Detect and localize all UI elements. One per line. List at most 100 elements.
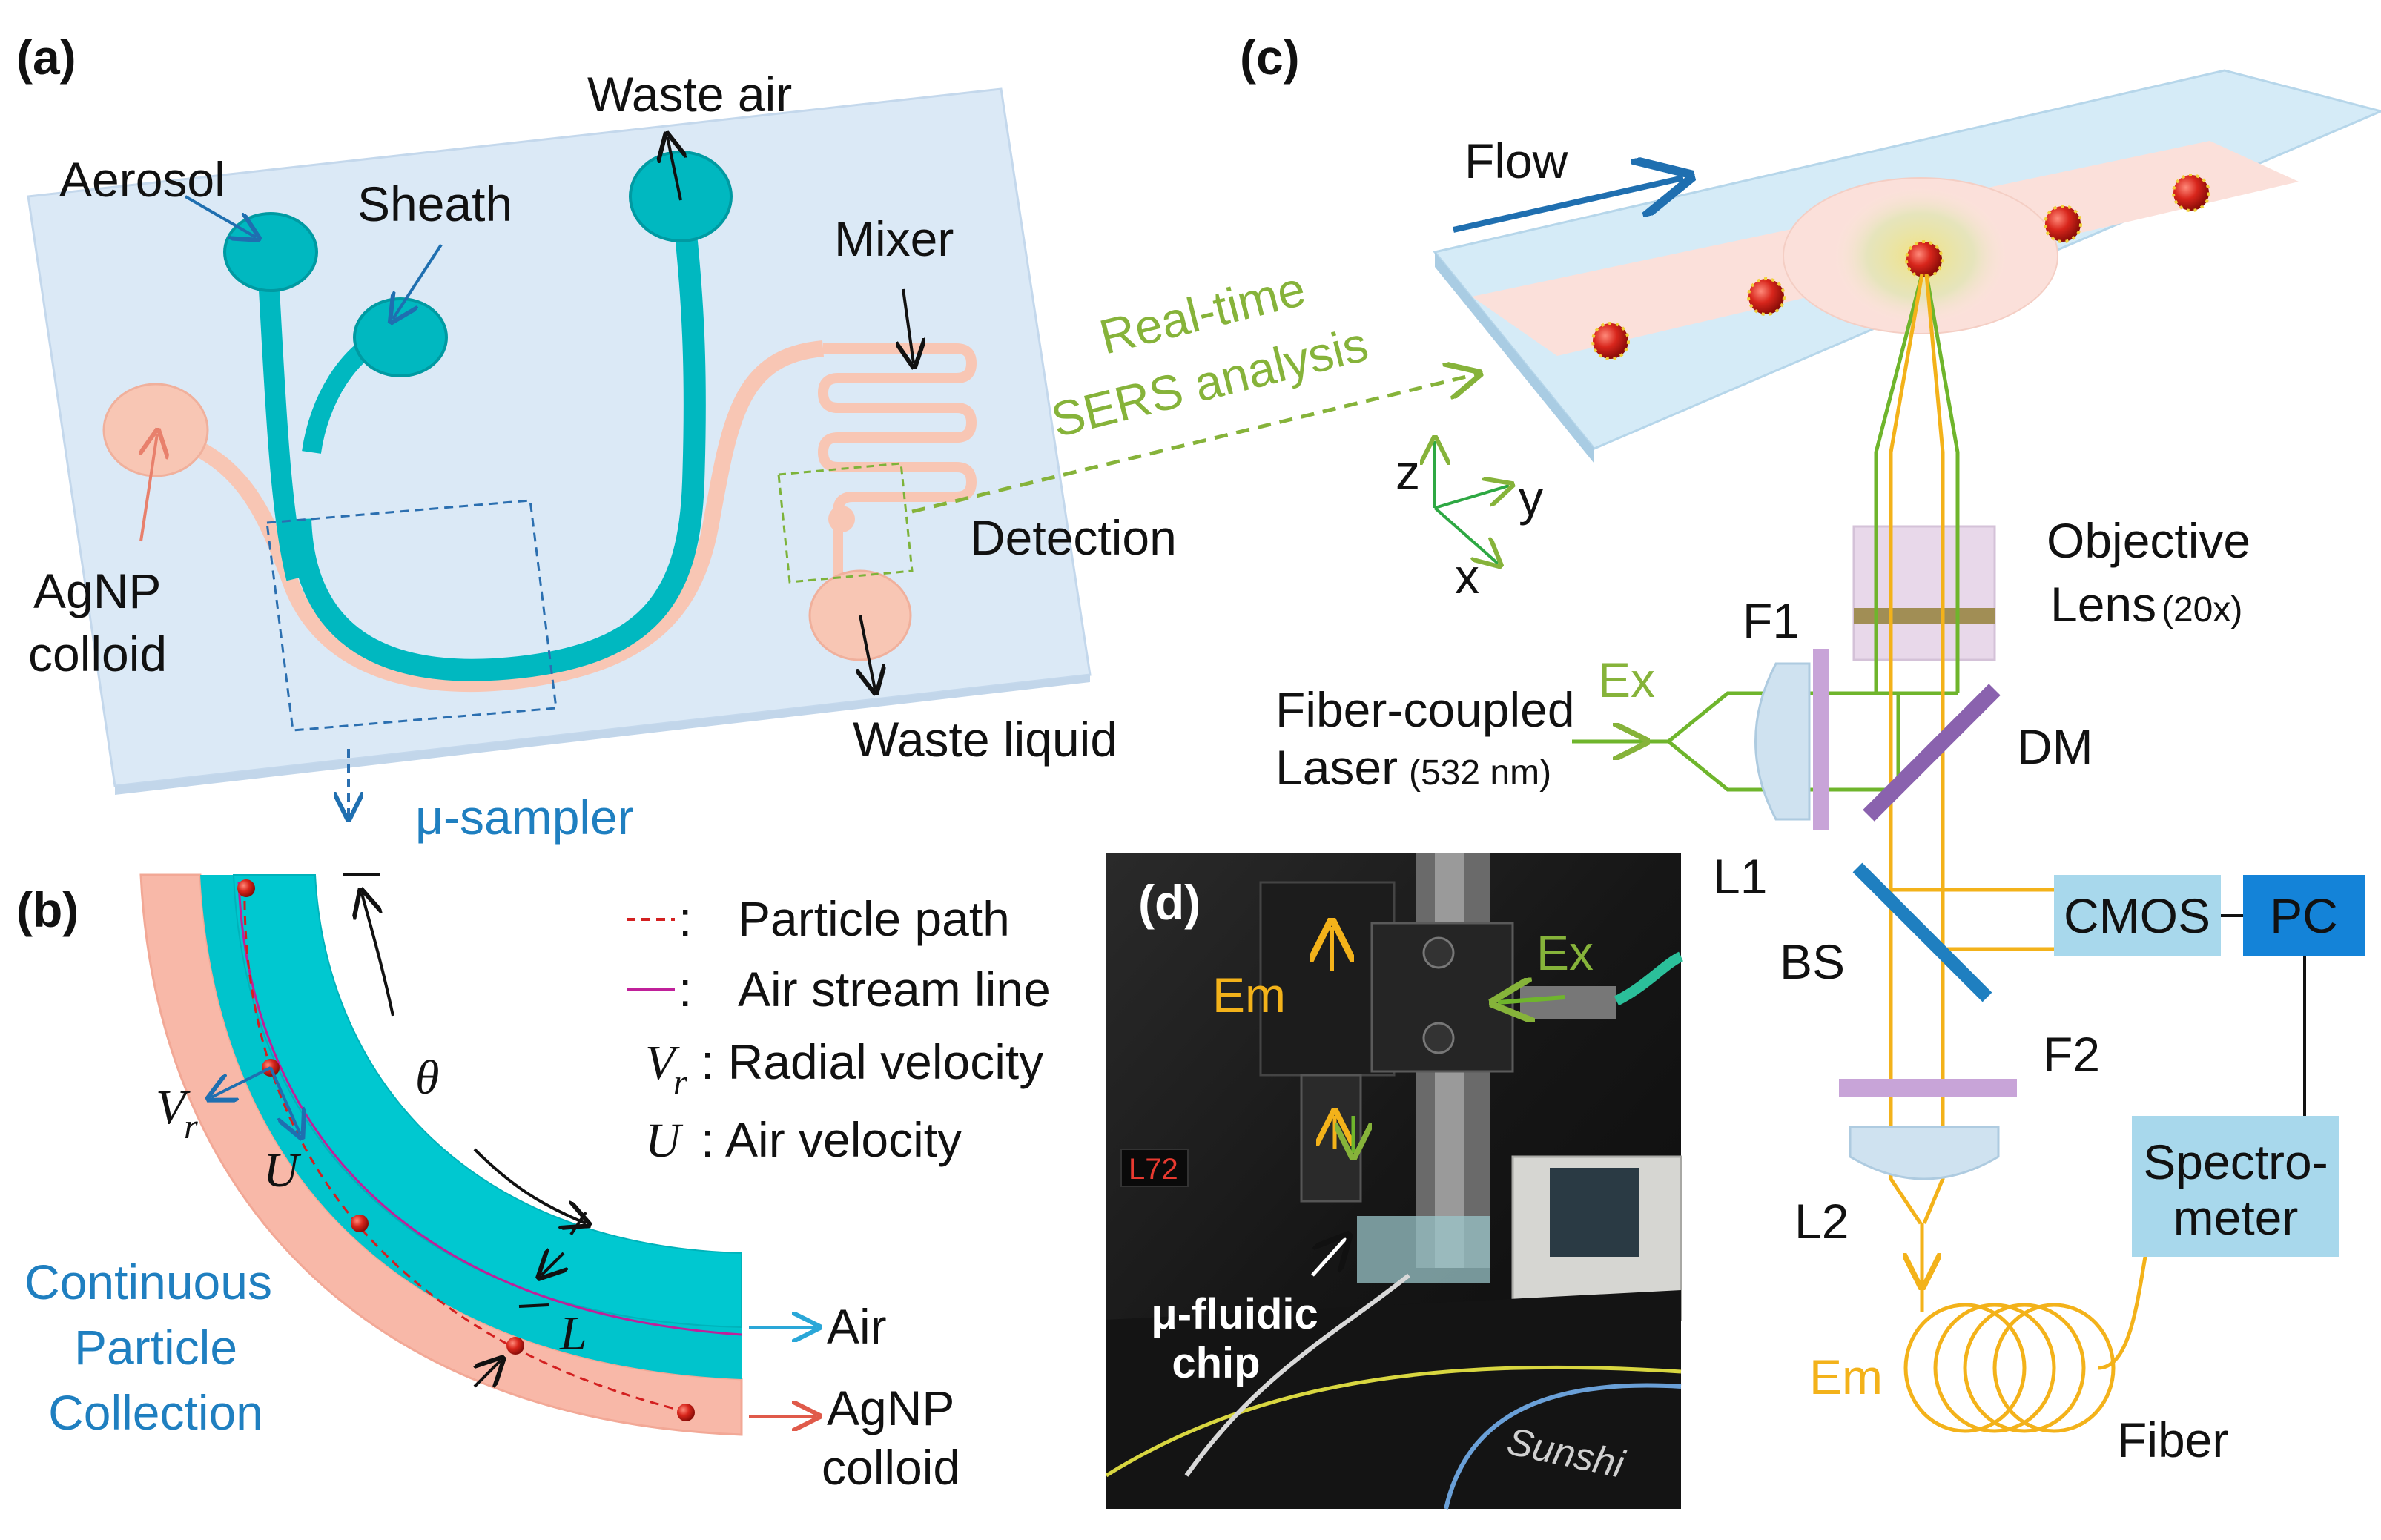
agnp-colloid-channel bbox=[168, 340, 825, 693]
panel-b-label: (b) bbox=[16, 882, 79, 937]
theta-arrow-up bbox=[362, 893, 394, 1017]
spectrometer-box bbox=[2132, 1116, 2339, 1257]
l-symbol: L bbox=[559, 1306, 587, 1361]
legend-radial-velocity: : Radial velocity bbox=[701, 1034, 1043, 1089]
flow-arrow bbox=[1453, 178, 1683, 233]
u-sampler-box bbox=[265, 499, 558, 732]
lens-l2 bbox=[1849, 1126, 2000, 1180]
l2-label: L2 bbox=[1794, 1194, 1849, 1249]
l-arrow-top bbox=[541, 1253, 564, 1275]
agnp-label-1: AgNP bbox=[33, 564, 161, 618]
air-band-inner bbox=[232, 874, 742, 1329]
photo-chip-arrow bbox=[1311, 1238, 1346, 1277]
em-label: Em bbox=[1809, 1349, 1883, 1404]
emission-beam bbox=[1889, 274, 2153, 1370]
vr-subscript: r bbox=[184, 1107, 198, 1146]
legend-particle-path: Particle path bbox=[738, 891, 1010, 946]
photo-knob-2 bbox=[1422, 1022, 1455, 1054]
particle-4 bbox=[506, 1337, 524, 1355]
axis-z-label: z bbox=[1396, 445, 1420, 500]
legend-u-symbol: U bbox=[645, 1114, 684, 1168]
filter-f2 bbox=[1839, 1079, 2017, 1097]
detection-chamber bbox=[828, 506, 855, 532]
em-from-sample-left bbox=[1889, 274, 1924, 890]
panel-d-label: (d) bbox=[1138, 875, 1201, 930]
sers-particle-3 bbox=[1905, 240, 1944, 279]
photo-chip-label-2: chip bbox=[1172, 1339, 1260, 1387]
spectrometer-label-1: Spectro- bbox=[2143, 1134, 2328, 1189]
em-down-right bbox=[1922, 890, 1945, 1224]
ex-diverge-bottom bbox=[1667, 740, 1898, 792]
sheath-inlet bbox=[353, 297, 448, 377]
mixer-arrow bbox=[903, 288, 914, 363]
air-channel-aerosol bbox=[257, 251, 307, 581]
theta-arrow-down bbox=[473, 1148, 586, 1223]
flow-label: Flow bbox=[1464, 133, 1568, 188]
objective-mag: (20x) bbox=[2162, 590, 2242, 629]
panel-a: (a) Aerosol Sheath Waste a bbox=[16, 30, 1476, 845]
f2-label: F2 bbox=[2043, 1027, 2100, 1082]
axis-y-arrow bbox=[1434, 486, 1509, 509]
pc-label: PC bbox=[2270, 888, 2338, 943]
waste-liquid-label: Waste liquid bbox=[853, 712, 1117, 767]
photo-green-fiber bbox=[1614, 951, 1684, 1006]
panel-b: (b) θ V r U L Air AgNP bbox=[16, 873, 1051, 1495]
ex-collimated-right bbox=[1924, 274, 1960, 693]
photo-readout bbox=[1120, 1149, 1189, 1187]
agnp-out-label-1: AgNP bbox=[827, 1381, 954, 1435]
air-stream-line bbox=[237, 882, 742, 1336]
panel-c: (c) Flow z y x Objective Lens (20x) bbox=[1240, 30, 2381, 1467]
l-tick bbox=[518, 1303, 549, 1308]
chip-substrate-edge bbox=[115, 675, 1090, 795]
dichroic-mirror bbox=[1863, 684, 2001, 822]
cmos-box bbox=[2054, 875, 2221, 956]
l1-label: L1 bbox=[1713, 849, 1767, 904]
detection-chip-edge bbox=[1435, 252, 1594, 463]
legend-air-stream: Air stream line bbox=[738, 962, 1051, 1017]
legend-b: : Particle path : Air stream line V r : … bbox=[627, 891, 1051, 1168]
photo-cable-white bbox=[1184, 1273, 1410, 1477]
continuous-label-3: Collection bbox=[48, 1385, 263, 1440]
detection-box bbox=[777, 462, 914, 584]
detection-label: Detection bbox=[970, 510, 1177, 565]
fiber-label: Fiber bbox=[2117, 1412, 2228, 1467]
air-channel-main bbox=[289, 199, 706, 681]
dm-label: DM bbox=[2017, 719, 2093, 774]
particle-path bbox=[243, 885, 690, 1414]
realtime-arrow bbox=[911, 374, 1476, 514]
em-down-left bbox=[1889, 890, 1923, 1225]
sers-particle-2 bbox=[1747, 277, 1786, 316]
sers-particle-1 bbox=[1591, 322, 1630, 360]
photo-stage bbox=[1106, 1290, 1681, 1509]
aerosol-arrow bbox=[184, 195, 256, 237]
laser-label-2: Laser bbox=[1275, 740, 1398, 795]
excitation-beam bbox=[1572, 274, 1960, 792]
spectrometer-label-2: meter bbox=[2173, 1190, 2299, 1245]
laser-wavelength: (532 nm) bbox=[1409, 753, 1551, 793]
f1-label: F1 bbox=[1743, 593, 1800, 648]
mixer-serpentine bbox=[817, 343, 977, 593]
air-label: Air bbox=[827, 1299, 887, 1354]
sheath-arrow bbox=[393, 243, 443, 319]
axis-x-arrow bbox=[1433, 506, 1498, 564]
photo-chip-label-1: μ-fluidic bbox=[1151, 1290, 1318, 1338]
sheath-label: Sheath bbox=[357, 176, 512, 231]
panel-d: L72 Sunshi (d) Em Ex μ-fluidic chip bbox=[1105, 853, 1684, 1510]
sers-particle-4 bbox=[2044, 205, 2082, 243]
objective-label-1: Objective bbox=[2047, 513, 2250, 568]
ex-label: Ex bbox=[1598, 652, 1655, 707]
agnp-inlet bbox=[102, 383, 209, 477]
aerosol-inlet bbox=[223, 212, 318, 292]
panel-c-label: (c) bbox=[1240, 30, 1300, 85]
photo-ex-arrow bbox=[1498, 997, 1565, 1002]
legend-colon-2: : bbox=[678, 962, 692, 1017]
photo-cable-yellow bbox=[1105, 1365, 1682, 1478]
photo-instrument-panel bbox=[1550, 1168, 1639, 1257]
agnp-label-2: colloid bbox=[28, 627, 167, 681]
lens-l1 bbox=[1754, 662, 1811, 821]
fiber-coil bbox=[1903, 1303, 2116, 1433]
sers-particle-5 bbox=[2172, 174, 2210, 212]
agnp-arrow bbox=[141, 434, 157, 542]
u-symbol: U bbox=[263, 1143, 302, 1197]
l-arrow-bottom bbox=[475, 1361, 501, 1387]
